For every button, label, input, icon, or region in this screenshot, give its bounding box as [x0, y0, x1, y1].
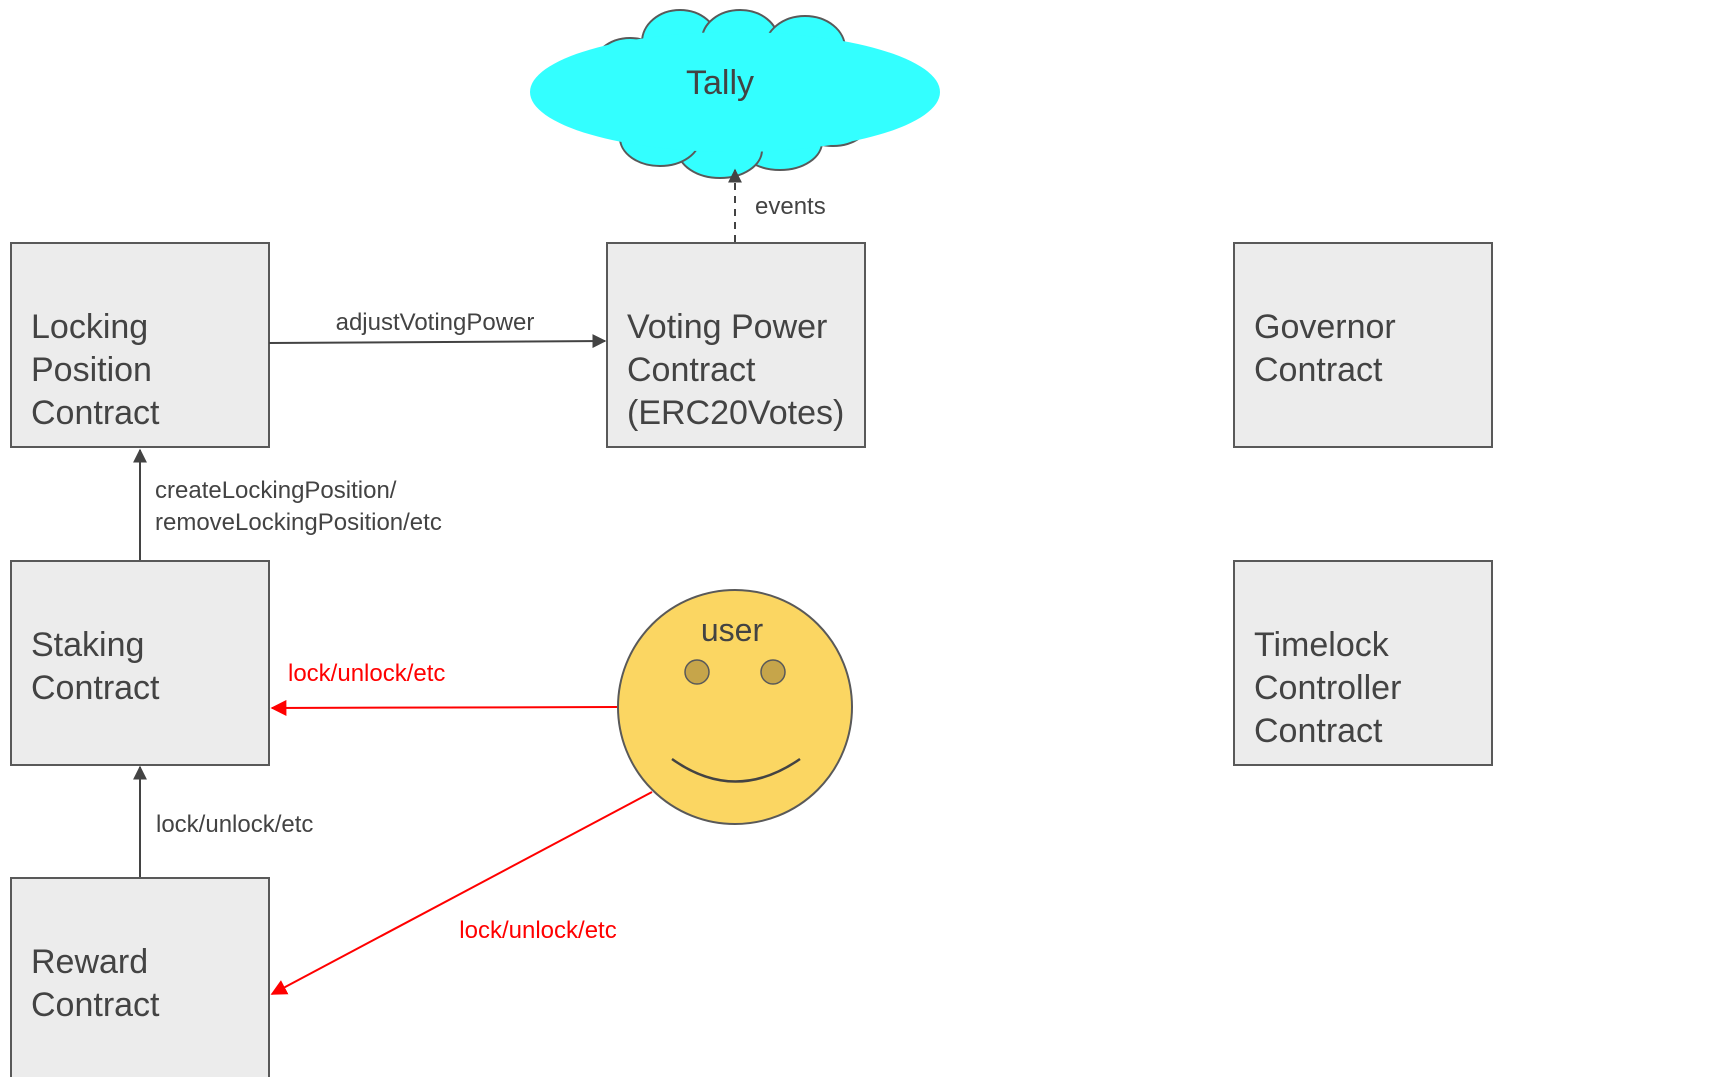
tally-label: Tally — [686, 64, 754, 102]
timelock-controller-contract-box: Timelock Controller Contract — [1233, 560, 1493, 766]
timelock-controller-contract-label: Timelock Controller Contract — [1254, 626, 1411, 750]
user-smiley: user — [617, 589, 853, 825]
right-eye — [760, 659, 786, 685]
voting-power-contract-label: Voting Power Contract (ERC20Votes) — [627, 308, 844, 432]
user-to-reward-label: lock/unlock/etc — [459, 917, 616, 944]
create-locking-position-label: createLockingPosition/ removeLockingPosi… — [155, 477, 442, 536]
locking-position-contract-label: Locking Position Contract — [31, 308, 161, 432]
edge-create-locking-position: createLockingPosition/ removeLockingPosi… — [133, 448, 442, 560]
locking-position-contract-box: Locking Position Contract — [10, 242, 270, 448]
governor-contract-label: Governor Contract — [1254, 308, 1405, 389]
staking-contract-label: Staking Contract — [31, 626, 160, 707]
adjust-voting-power-label: adjustVotingPower — [336, 309, 535, 336]
governor-contract-box: Governor Contract — [1233, 242, 1493, 448]
user-label: user — [701, 612, 764, 648]
edge-user-to-reward: lock/unlock/etc — [270, 791, 653, 995]
left-eye — [684, 659, 710, 685]
edge-adjust-voting-power: adjustVotingPower — [268, 309, 607, 349]
events-label: events — [755, 193, 826, 220]
smile-mouth — [671, 757, 801, 783]
reward-to-staking-label: lock/unlock/etc — [156, 811, 313, 838]
reward-contract-label: Reward Contract — [31, 943, 160, 1024]
edge-reward-to-staking: lock/unlock/etc — [133, 765, 313, 877]
voting-power-contract-box: Voting Power Contract (ERC20Votes) — [606, 242, 866, 448]
reward-contract-box: Reward Contract — [10, 877, 270, 1077]
edge-user-to-staking: lock/unlock/etc — [270, 660, 618, 716]
edge-events: events — [728, 168, 826, 242]
smiley-face — [617, 589, 853, 825]
tally-cloud: Tally — [530, 9, 940, 179]
staking-contract-box: Staking Contract — [10, 560, 270, 766]
user-to-staking-label: lock/unlock/etc — [288, 660, 445, 687]
